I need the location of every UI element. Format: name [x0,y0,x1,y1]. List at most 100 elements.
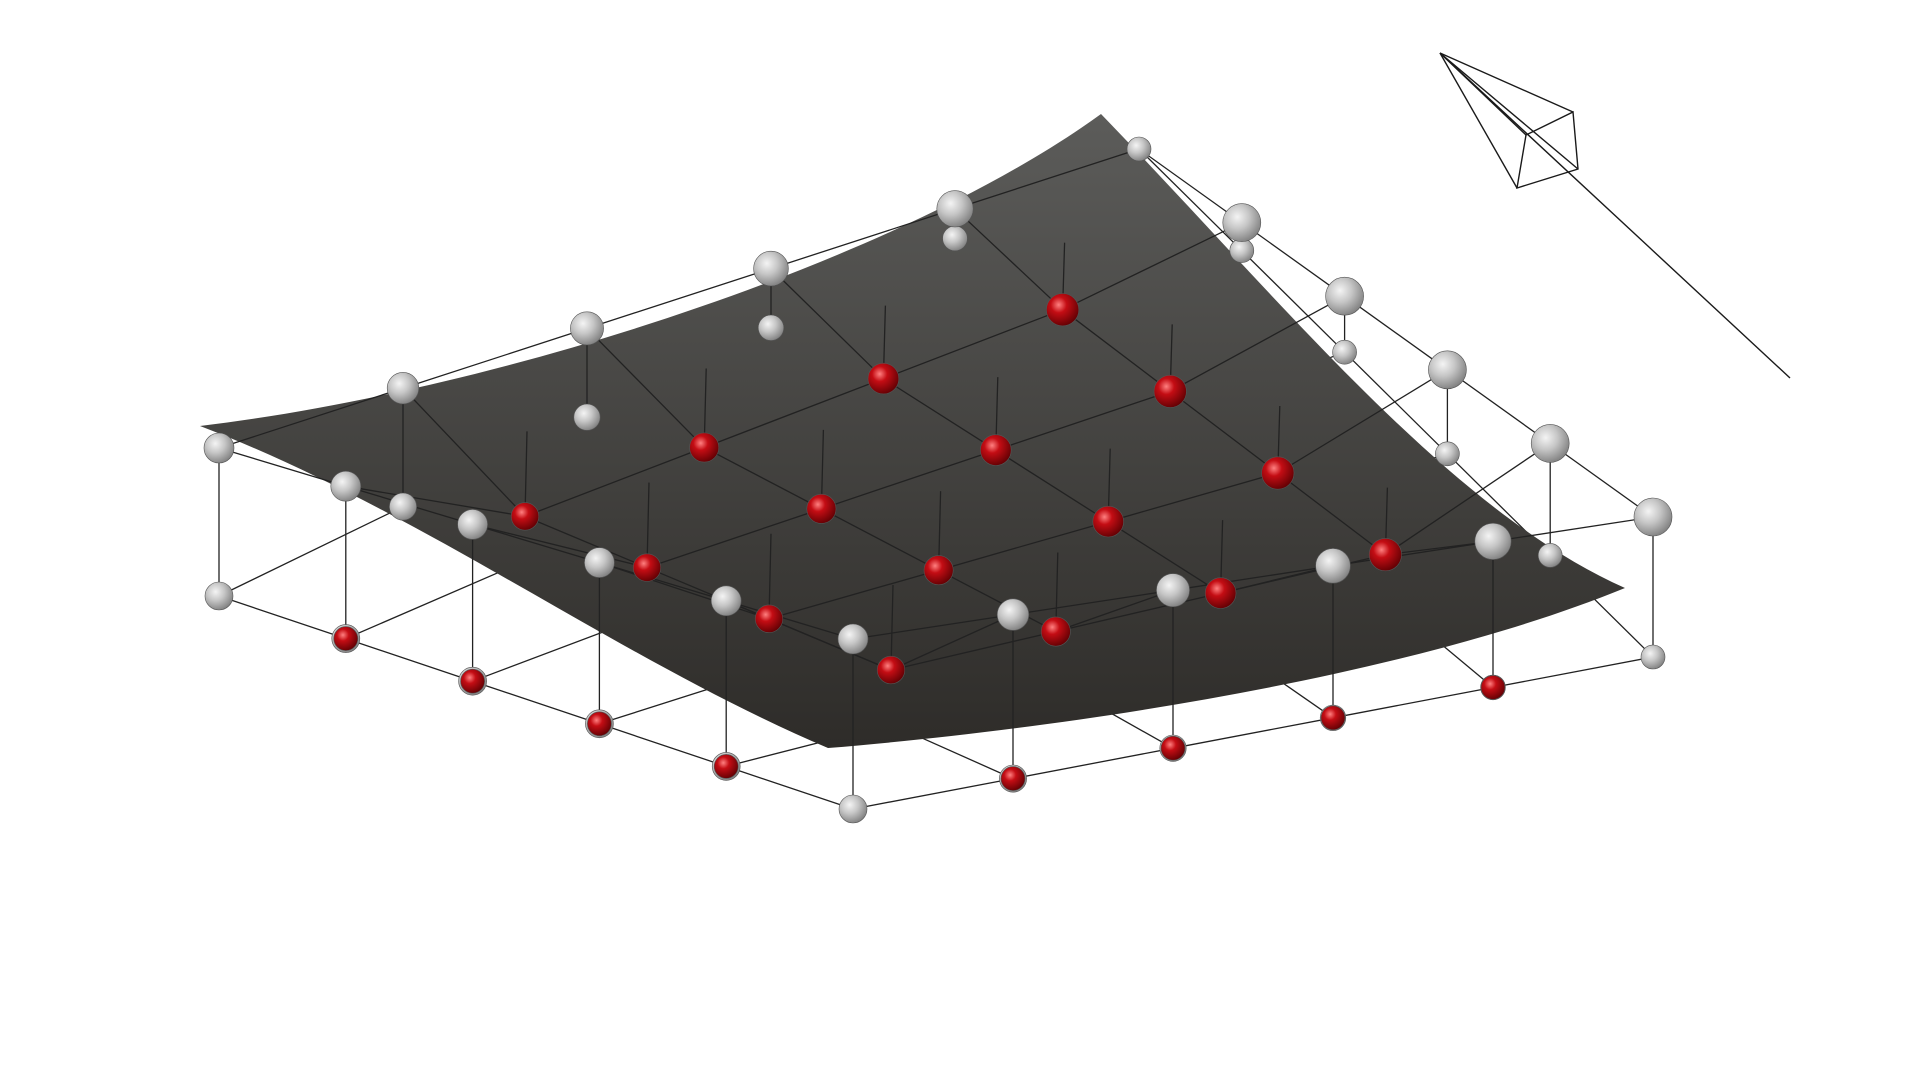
lattice-node-boundary [1537,543,1563,568]
lattice-edge-top [954,148,1140,210]
lattice-edge-top [472,523,600,564]
lattice-node-interior [1000,766,1026,791]
lattice-edge-upper [524,446,705,517]
lattice-edge-top [1012,589,1174,616]
lattice-edge-bottom [1241,250,1346,353]
lattice-node-boundary [710,585,742,617]
lattice-node-boundary [573,403,601,431]
camera-frustum-edge-right [1439,52,1579,170]
lattice-edge-upper [646,508,822,569]
lattice-edge-bottom [218,506,404,597]
lattice-node-interior [1204,577,1237,609]
lattice-node-interior [460,668,485,694]
lattice-edge-top [586,267,772,330]
camera-view-ray [1439,52,1791,379]
lattice-edge-top [1241,222,1345,297]
lattice-upper-wires [218,148,1654,809]
lattice-edge-top [1344,295,1448,371]
lattice-edge-upper [768,569,939,620]
lattice-edge-upper [1062,222,1243,311]
lattice-edge-bottom [725,765,854,810]
lattice-node-interior [1046,293,1080,327]
lattice-node-boundary [837,623,869,655]
lattice-edge-upper [703,446,822,510]
lattice-edge-upper [883,378,997,451]
lattice-stem [646,482,650,568]
lattice-edge-upper [725,600,892,671]
lattice-edge-upper [995,390,1171,451]
lattice-node-interior [1092,505,1124,538]
lattice-edge-upper [1062,309,1171,392]
lattice-edge-upper [995,449,1109,523]
lattice-edge-upper [954,208,1064,311]
lattice-node-boundary [204,581,234,611]
lattice-node-boundary [1229,238,1255,263]
lattice-node-interior [923,555,954,586]
lattice-edge-upper [586,327,705,448]
lattice-nodes [203,136,1673,824]
camera-frustum [1439,52,1791,379]
lattice-node-boundary [1530,424,1570,463]
lattice-node-boundary [1126,136,1152,162]
lattice-node-boundary [203,432,235,464]
lattice-node-boundary [1325,276,1364,316]
lattice-edge-top [770,208,956,270]
curved-surface [200,114,1625,748]
lattice-edge-upper [1055,592,1221,633]
lattice-edge-upper [938,569,1057,633]
camera-frustum-edge-left [1439,52,1518,189]
lattice-node-boundary [584,547,615,578]
lattice-edge-top [1138,148,1243,224]
lattice-edge-bottom [1332,686,1494,719]
lattice-edge-top [852,613,1014,640]
lattice-edge-upper [345,485,526,518]
lattice-edge-top [402,327,588,389]
lattice-node-boundary [838,794,868,824]
lattice-edge-upper [1055,589,1174,633]
lattice-node-interior [1040,616,1071,647]
lattice-node-boundary [996,598,1030,631]
lattice-node-interior [806,493,837,524]
lattice-node-interior [632,553,662,582]
lattice-node-interior [1480,675,1506,700]
lattice-edge-upper [1107,521,1221,594]
lattice-stem [524,431,528,517]
lattice-edge-bottom [218,595,347,640]
lattice-node-interior [510,502,540,531]
camera-frustum-edge-inner [1439,52,1527,136]
lattice-edge-bottom [472,680,600,725]
lattice-node-interior [876,655,906,685]
lattice-stem [890,584,894,671]
lattice-edge-upper [1277,472,1386,556]
lattice-edge-top [1492,516,1654,543]
lattice-node-boundary [936,190,974,228]
lattice-node-boundary [389,492,417,521]
lattice-node-interior [689,432,720,463]
lattice-node-boundary [1435,441,1460,467]
lattice-node-boundary [1428,350,1467,390]
lattice-node-boundary [1315,548,1351,584]
lattice-node-interior [1160,735,1186,761]
lattice-node-interior [867,362,900,395]
lattice-edge-bottom [852,777,1014,810]
lattice-edge-upper [1169,390,1279,474]
lattice-node-boundary [570,311,604,346]
lattice-node-interior [587,711,612,737]
lattice-edge-top [1447,369,1551,444]
lattice-edge-upper [938,520,1109,571]
lattice-node-boundary [942,225,968,252]
lattice-edge-bottom [345,560,526,640]
lattice-edge-upper [890,630,1056,671]
lattice-node-boundary [1156,573,1190,608]
lattice-node-interior [980,434,1012,466]
lattice-edge-top [1549,442,1654,518]
lattice-edge-upper [890,614,1014,671]
lattice-edge-upper [821,508,939,571]
lattice-edge-top [218,387,404,449]
lattice-edge-upper [770,268,884,380]
lattice-edge-top [1172,565,1334,591]
lattice-edge-top [218,447,346,487]
lattice-edge-bottom [1012,747,1174,780]
lattice-node-boundary [386,372,420,405]
